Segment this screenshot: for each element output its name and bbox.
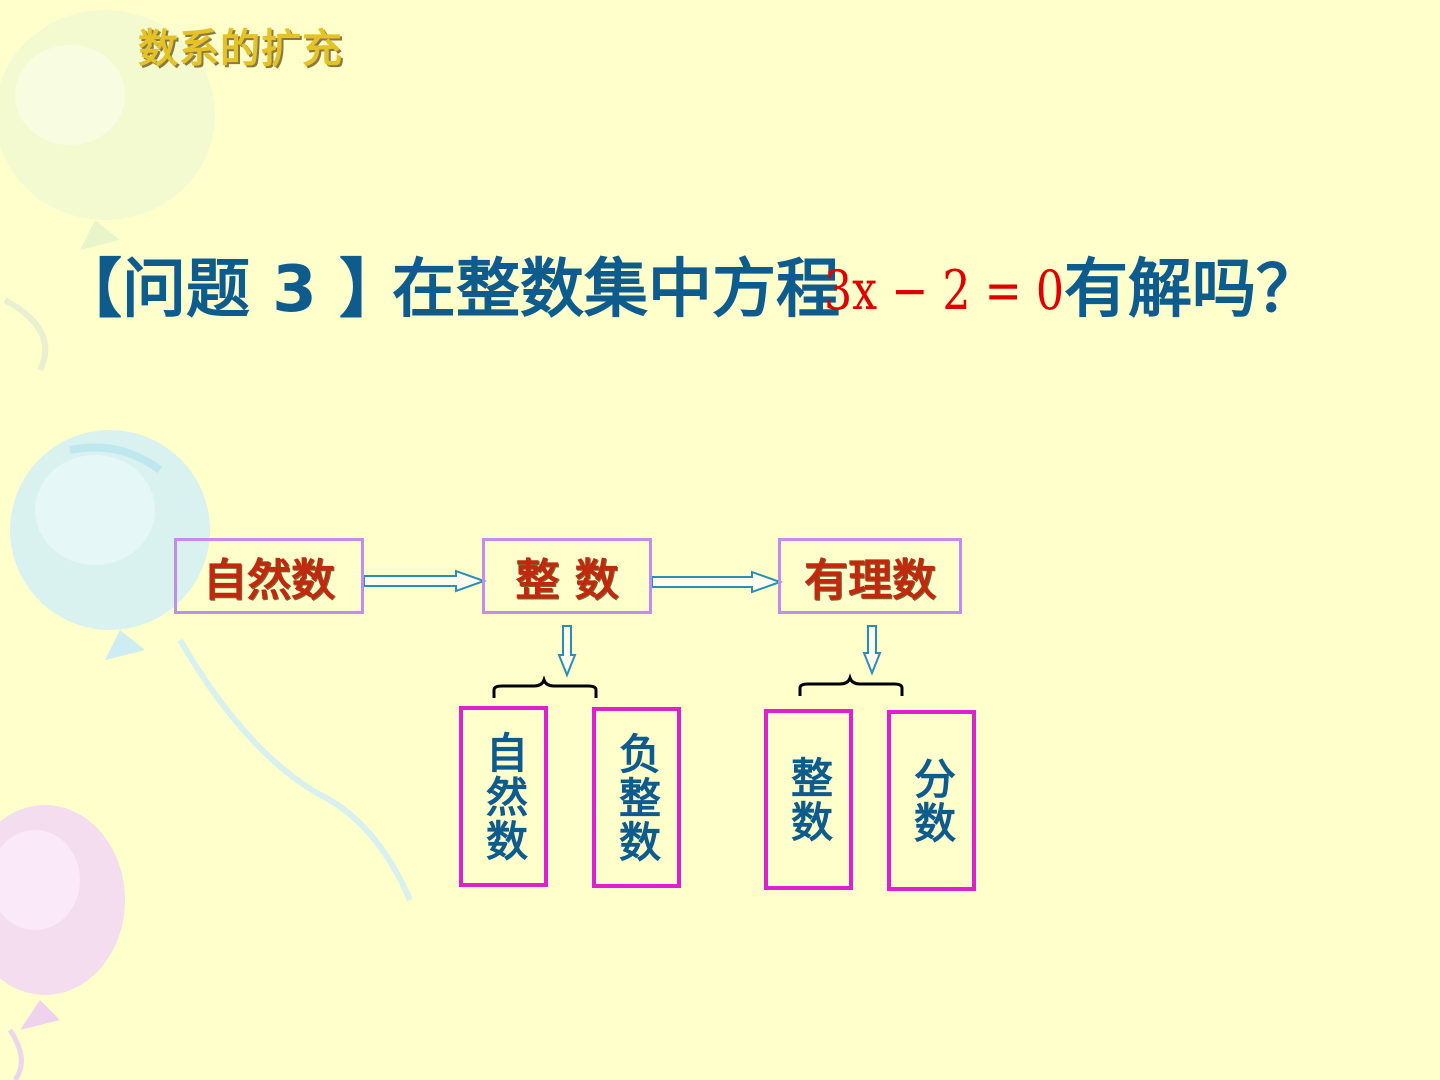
box-integers: 整 数 xyxy=(482,538,652,614)
arrow-rational-down xyxy=(862,625,882,676)
brace-rational xyxy=(798,673,904,696)
box-rational-numbers: 有理数 xyxy=(778,538,962,614)
question-line: 【问题 3 】 在整数集中方程 3x − 2 = 0 有解吗？ xyxy=(58,245,1418,335)
box-natural-numbers-part: 自然数 xyxy=(459,706,548,887)
question-text: 在整数集中方程 xyxy=(392,253,840,327)
box-fractions: 分数 xyxy=(887,710,976,891)
brace-integer xyxy=(492,675,598,698)
section-title: 数系的扩充 xyxy=(138,26,343,72)
box-natural-numbers: 自然数 xyxy=(174,538,364,614)
arrow-integer-to-rational xyxy=(651,570,783,594)
equation: 3x − 2 = 0 xyxy=(824,259,1065,322)
arrow-natural-to-integer xyxy=(363,569,487,593)
question-ending: 有解吗？ xyxy=(1064,253,1320,327)
box-negative-integers: 负整数 xyxy=(592,707,681,888)
arrow-integer-down xyxy=(557,625,577,678)
question-label: 【问题 3 】 xyxy=(58,253,404,327)
box-integers-part: 整数 xyxy=(764,709,853,890)
